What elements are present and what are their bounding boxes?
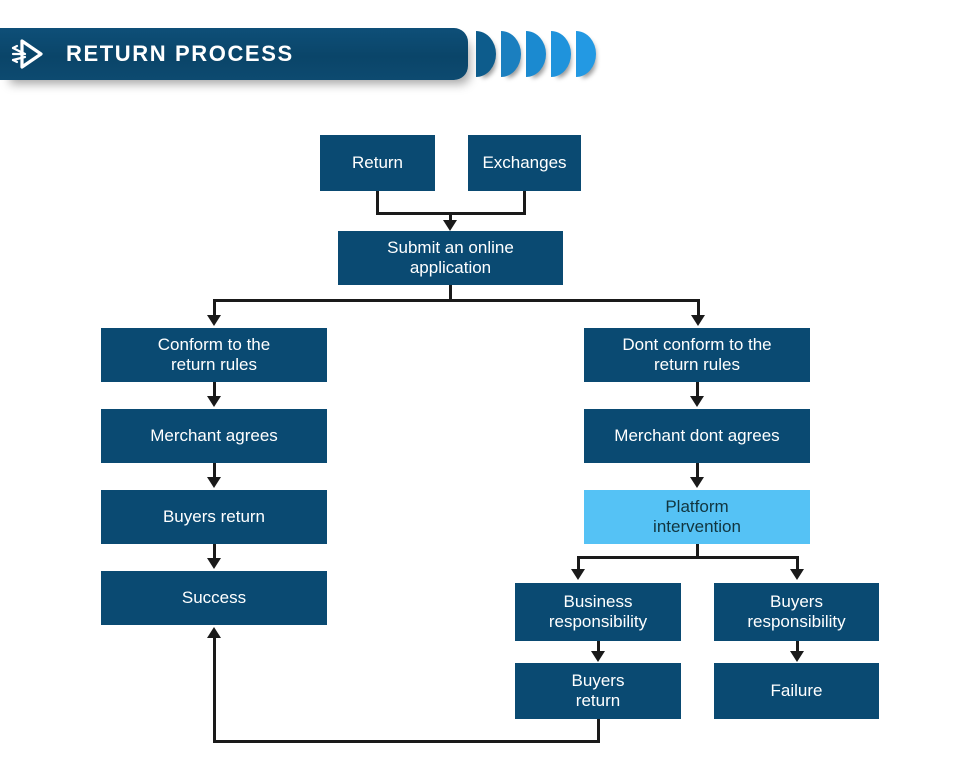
connector-split-right <box>697 299 700 317</box>
connector-feedback-horizontal <box>213 740 600 743</box>
node-conform-line1: Conform to the <box>157 334 271 354</box>
node-platform-label: Platform intervention <box>647 497 747 537</box>
node-buyers-responsibility[interactable]: Buyers responsibility <box>714 583 879 641</box>
connector-feedback-down <box>597 719 600 743</box>
node-business-responsibility[interactable]: Business responsibility <box>515 583 681 641</box>
arrow-into-dont-conform <box>691 315 705 326</box>
arrow-into-success <box>207 558 221 569</box>
node-submit-label: Submit an online application <box>381 238 520 278</box>
connector-merge-to-submit <box>449 212 452 222</box>
connector-feedback-up <box>213 637 216 741</box>
arrow-into-platform-intervention <box>690 477 704 488</box>
node-return[interactable]: Return <box>320 135 435 191</box>
node-buyers-return-left[interactable]: Buyers return <box>101 490 327 544</box>
node-exchanges[interactable]: Exchanges <box>468 135 581 191</box>
arrow-into-business-responsibility <box>571 569 585 580</box>
arrow-into-conform <box>207 315 221 326</box>
page-title: RETURN PROCESS <box>66 41 294 66</box>
node-buyers-return-right-line2: return <box>575 691 621 710</box>
node-submit-line1: Submit an online <box>387 237 514 257</box>
node-platform-line1: Platform <box>665 496 729 516</box>
arrow-into-merchant-dont-agrees <box>690 396 704 407</box>
arrow-into-buyers-return-right <box>591 651 605 662</box>
node-buyers-responsibility-label: Buyers responsibility <box>741 592 851 632</box>
node-buyers-return-left-label: Buyers return <box>162 506 266 526</box>
header-stripe-2 <box>501 31 521 77</box>
arrow-feedback-into-success <box>207 627 221 638</box>
node-platform-line2: intervention <box>653 517 741 536</box>
node-business-resp-line2: responsibility <box>548 612 648 631</box>
node-buyers-resp-line1: Buyers <box>770 591 823 611</box>
arrow-into-submit <box>443 220 457 231</box>
connector-conform-to-merchant-agrees <box>213 382 216 398</box>
node-submit-online-application[interactable]: Submit an online application <box>338 231 563 285</box>
connector-split-bar-lower <box>577 556 799 559</box>
node-failure[interactable]: Failure <box>714 663 879 719</box>
node-merchant-dont-agrees[interactable]: Merchant dont agrees <box>584 409 810 463</box>
header-stripe-4 <box>551 31 571 77</box>
connector-buyers-return-to-success <box>213 544 216 560</box>
connector-split-bar-main <box>213 299 700 302</box>
node-dont-conform-to-return-rules[interactable]: Dont conform to the return rules <box>584 328 810 382</box>
arrow-into-buyers-responsibility <box>790 569 804 580</box>
node-business-resp-line1: Business <box>563 591 633 611</box>
node-platform-intervention[interactable]: Platform intervention <box>584 490 810 544</box>
connector-submit-down <box>449 285 452 301</box>
node-buyers-resp-line2: responsibility <box>747 612 846 631</box>
node-dont-conform-line1: Dont conform to the <box>622 334 772 354</box>
node-merchant-agrees[interactable]: Merchant agrees <box>101 409 327 463</box>
node-merchant-agrees-label: Merchant agrees <box>150 425 278 445</box>
node-conform-to-return-rules[interactable]: Conform to the return rules <box>101 328 327 382</box>
connector-exchanges-down <box>523 191 526 214</box>
header-stripe-3 <box>526 31 546 77</box>
header-stripe-1 <box>476 31 496 77</box>
node-return-label: Return <box>351 152 404 172</box>
arrow-into-failure <box>790 651 804 662</box>
connector-dont-conform-to-merchant-dont <box>696 382 699 398</box>
connector-return-down <box>376 191 379 214</box>
connector-split-lower-left <box>577 556 580 571</box>
node-buyers-return-right-label: Buyers return <box>566 671 631 711</box>
header-stripe-5 <box>576 31 596 77</box>
connector-buyers-resp-to-failure <box>796 641 799 653</box>
node-dont-conform-label: Dont conform to the return rules <box>616 335 777 375</box>
connector-split-lower-right <box>796 556 799 571</box>
connector-merchant-dont-to-platform <box>696 463 699 479</box>
node-buyers-return-right-line1: Buyers <box>571 670 625 690</box>
connector-business-resp-to-buyers-return <box>597 641 600 653</box>
node-submit-line2: application <box>409 258 492 277</box>
node-merchant-dont-agrees-label: Merchant dont agrees <box>614 425 780 445</box>
connector-split-left <box>213 299 216 317</box>
node-success[interactable]: Success <box>101 571 327 625</box>
node-buyers-return-right[interactable]: Buyers return <box>515 663 681 719</box>
arrow-into-merchant-agrees <box>207 396 221 407</box>
node-conform-label: Conform to the return rules <box>152 335 276 375</box>
node-success-label: Success <box>181 587 247 607</box>
node-failure-label: Failure <box>770 680 823 700</box>
play-triangle-arrow-logo-icon <box>6 31 52 77</box>
connector-platform-down <box>696 544 699 558</box>
arrow-into-buyers-return-left <box>207 477 221 488</box>
node-business-responsibility-label: Business responsibility <box>543 592 653 632</box>
node-conform-line2: return rules <box>171 355 257 374</box>
header-banner: RETURN PROCESS <box>0 28 468 80</box>
node-dont-conform-line2: return rules <box>654 355 740 374</box>
connector-merchant-agrees-to-buyers-return <box>213 463 216 479</box>
node-exchanges-label: Exchanges <box>482 152 567 172</box>
